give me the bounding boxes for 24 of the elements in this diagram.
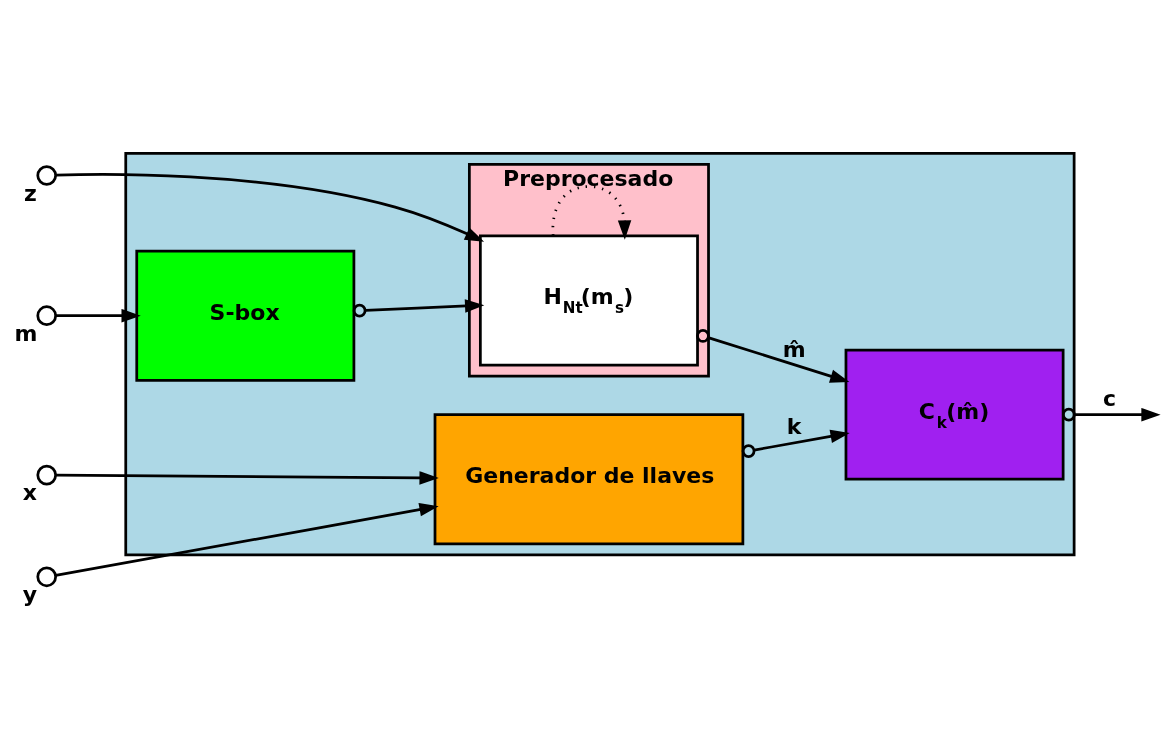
node-label: z (24, 180, 37, 206)
node-box: C$_{k}$(m̂) (844, 348, 1065, 481)
edge-label: k (786, 413, 802, 439)
arrow (551, 185, 632, 240)
node-box: H$_{Nt}$(m$_{s}$) (479, 234, 699, 367)
node-box: S-box (135, 249, 356, 382)
node-box: Generador de llaves (433, 413, 745, 546)
arrow (56, 308, 141, 323)
node-circle (36, 165, 58, 186)
edge-label: c (1102, 386, 1117, 412)
node-label: x (22, 480, 37, 506)
arrow (1074, 407, 1161, 422)
edge-label: m̂ (782, 336, 806, 362)
arrow (741, 429, 850, 458)
arrow (352, 299, 485, 318)
arrow (696, 329, 850, 383)
arrow (55, 502, 439, 577)
node-circle (36, 305, 58, 326)
arrow (55, 471, 439, 485)
node-label: m (14, 320, 38, 346)
arrow (55, 173, 485, 242)
node-circle (36, 464, 58, 486)
node-label: y (22, 581, 38, 607)
node-circle (36, 566, 58, 588)
